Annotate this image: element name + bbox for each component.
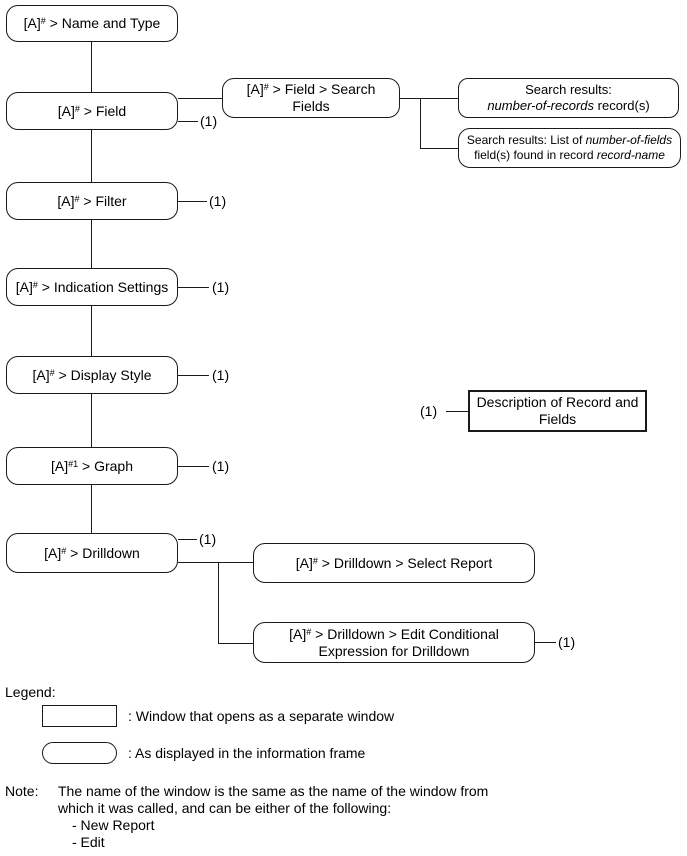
- connector-line: [420, 98, 421, 149]
- ref-label-indication-settings: (1): [212, 279, 230, 295]
- node-label: [A]# > Drilldown > Select Report: [295, 554, 493, 571]
- connector-line: [535, 642, 556, 643]
- ref-label-graph: (1): [212, 458, 230, 474]
- hash-superscript: #1: [68, 458, 79, 469]
- node-label: [A]# > Indication Settings: [15, 278, 169, 295]
- node-label: [A]# > Filter: [57, 192, 127, 209]
- connector-line: [91, 394, 92, 447]
- node-name-and-type: [A]# > Name and Type: [6, 5, 178, 42]
- connector-line: [420, 148, 458, 149]
- node-drilldown-select-report: [A]# > Drilldown > Select Report: [253, 543, 535, 583]
- legend-title: Legend:: [5, 684, 56, 700]
- node-field-search-fields: [A]# > Field > Search Fields: [222, 78, 400, 118]
- hash-superscript: #: [32, 279, 38, 290]
- node-label: [A]# > Field: [57, 102, 127, 119]
- node-description-of-record-and-fields: Description of Record and Fields: [468, 390, 647, 432]
- hash-superscript: #: [40, 16, 46, 26]
- ref-label-field: (1): [200, 113, 218, 129]
- ref-label-drilldown: (1): [199, 531, 217, 547]
- connector-line: [91, 485, 92, 533]
- node-graph: [A]#1 > Graph: [6, 447, 178, 485]
- node-display-style: [A]# > Display Style: [6, 356, 178, 394]
- node-indication-settings: [A]# > Indication Settings: [6, 268, 178, 306]
- variable-text: number-of-records: [487, 98, 595, 113]
- hash-superscript: #: [74, 193, 80, 204]
- connector-line: [91, 306, 92, 356]
- variable-text: record-name: [596, 148, 665, 162]
- legend-information-frame-shape: [42, 742, 117, 764]
- node-label: [A]# > Drilldown: [44, 544, 140, 561]
- connector-line: [218, 643, 253, 644]
- connector-line: [178, 539, 197, 540]
- node-label: [A]#1 > Graph: [50, 457, 133, 474]
- connector-line: [178, 466, 209, 467]
- hash-superscript: #: [74, 103, 80, 114]
- node-label: [A]# > Drilldown > Edit Conditional Expr…: [289, 625, 499, 659]
- note-line-1: The name of the window is the same as th…: [58, 783, 489, 799]
- connector-line: [178, 201, 207, 202]
- node-label: [A]# > Display Style: [32, 366, 152, 383]
- note-item-edit: - Edit: [72, 834, 105, 850]
- node-label: [A]# > Field > Search Fields: [246, 81, 376, 114]
- node-search-results-records: Search results: number-of-records record…: [458, 78, 679, 118]
- connector-line: [91, 42, 92, 92]
- connector-line: [178, 287, 209, 288]
- node-field: [A]# > Field: [6, 92, 178, 130]
- connector-line: [178, 375, 209, 376]
- connector-line: [218, 562, 219, 644]
- ref-label-filter: (1): [209, 193, 227, 209]
- legend-separate-window-label: : Window that opens as a separate window: [128, 708, 395, 724]
- connector-line: [420, 98, 458, 99]
- note-label: Note:: [5, 783, 39, 799]
- hash-superscript: #: [263, 82, 269, 92]
- hash-superscript: #: [61, 545, 67, 556]
- legend-separate-window-shape: [42, 705, 117, 727]
- hash-superscript: #: [312, 555, 318, 566]
- connector-line: [178, 98, 222, 99]
- variable-text: number-of-fields: [585, 133, 673, 147]
- connector-line: [400, 98, 420, 99]
- connector-line: [91, 130, 92, 182]
- node-search-results-fields: Search results: List of number-of-fields…: [458, 128, 681, 168]
- connector-line: [178, 562, 253, 563]
- legend-information-frame-label: : As displayed in the information frame: [128, 745, 366, 761]
- note-item-new-report: - New Report: [72, 817, 155, 833]
- node-label: Description of Record and Fields: [476, 394, 639, 427]
- connector-line: [446, 411, 468, 412]
- node-drilldown-edit-conditional-expression: [A]# > Drilldown > Edit Conditional Expr…: [253, 622, 535, 663]
- note-line-2: which it was called, and can be either o…: [58, 800, 392, 816]
- hash-superscript: #: [306, 626, 312, 637]
- ref-label-display-style: (1): [212, 367, 230, 383]
- node-label: Search results: number-of-records record…: [487, 82, 650, 113]
- ref-label-description: (1): [420, 403, 438, 419]
- node-drilldown: [A]# > Drilldown: [6, 533, 178, 573]
- node-label: Search results: List of number-of-fields…: [466, 133, 673, 162]
- connector-line: [178, 121, 198, 122]
- ref-label-edit-conditional: (1): [558, 634, 576, 650]
- node-label: [A]# > Name and Type: [23, 15, 161, 31]
- hash-superscript: #: [49, 367, 55, 378]
- node-filter: [A]# > Filter: [6, 182, 178, 220]
- connector-line: [91, 220, 92, 268]
